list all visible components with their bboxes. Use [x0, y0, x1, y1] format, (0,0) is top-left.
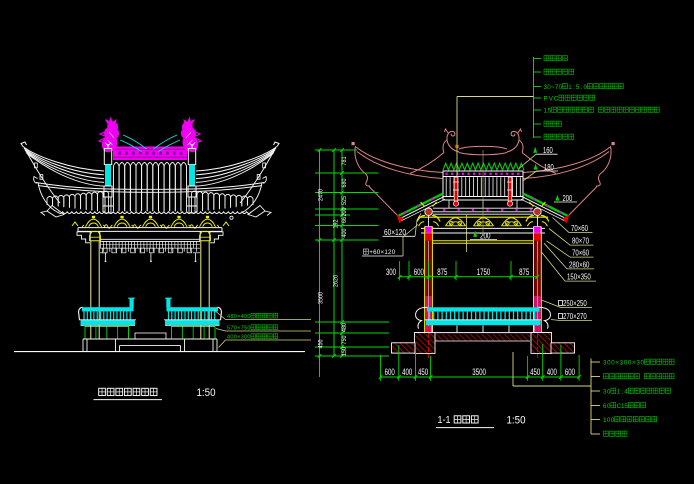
- svg-text:680: 680: [341, 178, 348, 187]
- svg-text:600: 600: [385, 367, 395, 377]
- svg-text:450: 450: [530, 367, 540, 377]
- svg-text:2470: 2470: [318, 189, 325, 201]
- svg-text:1:4: 1:4: [617, 388, 629, 395]
- svg-text:C15: C15: [617, 403, 629, 410]
- svg-text:525: 525: [341, 196, 348, 205]
- svg-text:150: 150: [341, 347, 348, 356]
- svg-text:200: 200: [341, 207, 348, 216]
- svg-text:400×300: 400×300: [227, 335, 251, 341]
- svg-text:70×60: 70×60: [571, 224, 588, 233]
- svg-text:400: 400: [402, 367, 412, 377]
- svg-text:1:50: 1:50: [507, 415, 526, 427]
- svg-text:450: 450: [418, 367, 428, 377]
- svg-text:15: 15: [544, 107, 552, 114]
- svg-text:200: 200: [480, 231, 491, 241]
- svg-text:400: 400: [547, 367, 557, 377]
- svg-text:450: 450: [318, 339, 325, 348]
- svg-text:66: 66: [341, 217, 348, 223]
- svg-text:160: 160: [543, 145, 553, 155]
- svg-text:80×70: 80×70: [572, 237, 589, 246]
- svg-text:70×60: 70×60: [572, 249, 589, 258]
- svg-text:30: 30: [603, 388, 611, 395]
- svg-text:300: 300: [386, 267, 396, 277]
- svg-text:600: 600: [565, 367, 575, 377]
- svg-text:60: 60: [603, 403, 611, 410]
- svg-text:280×60: 280×60: [569, 260, 590, 269]
- svg-text:1:5.0: 1:5.0: [568, 84, 587, 91]
- svg-text:480×400: 480×400: [227, 314, 251, 320]
- svg-text:3500: 3500: [318, 292, 325, 304]
- svg-text:570×750: 570×750: [227, 326, 251, 332]
- svg-text:600: 600: [414, 267, 424, 277]
- svg-text:270×270: 270×270: [563, 312, 587, 321]
- svg-text:3500: 3500: [472, 367, 486, 377]
- svg-text:1-1: 1-1: [438, 415, 451, 426]
- svg-text:1:50: 1:50: [197, 387, 216, 399]
- svg-text:400: 400: [341, 228, 348, 237]
- svg-text:192: 192: [333, 219, 340, 228]
- svg-text:150×350: 150×350: [567, 273, 591, 282]
- svg-text:250×250: 250×250: [563, 299, 587, 308]
- svg-text:300×300×30: 300×300×30: [603, 359, 644, 366]
- svg-text:480: 480: [341, 323, 348, 332]
- svg-text:+60×120: +60×120: [369, 249, 396, 256]
- svg-text:875: 875: [437, 267, 447, 277]
- svg-text:100: 100: [603, 417, 615, 424]
- svg-text:2620: 2620: [333, 275, 340, 287]
- svg-text:750: 750: [341, 335, 348, 344]
- svg-text:180: 180: [544, 162, 554, 172]
- svg-text:781: 781: [341, 156, 348, 165]
- svg-text:1750: 1750: [477, 267, 491, 277]
- svg-text:PVC: PVC: [544, 95, 559, 102]
- svg-text:30~70: 30~70: [544, 84, 563, 91]
- svg-text:875: 875: [519, 267, 529, 277]
- svg-text:200: 200: [563, 193, 573, 203]
- svg-text:60×120: 60×120: [384, 228, 406, 237]
